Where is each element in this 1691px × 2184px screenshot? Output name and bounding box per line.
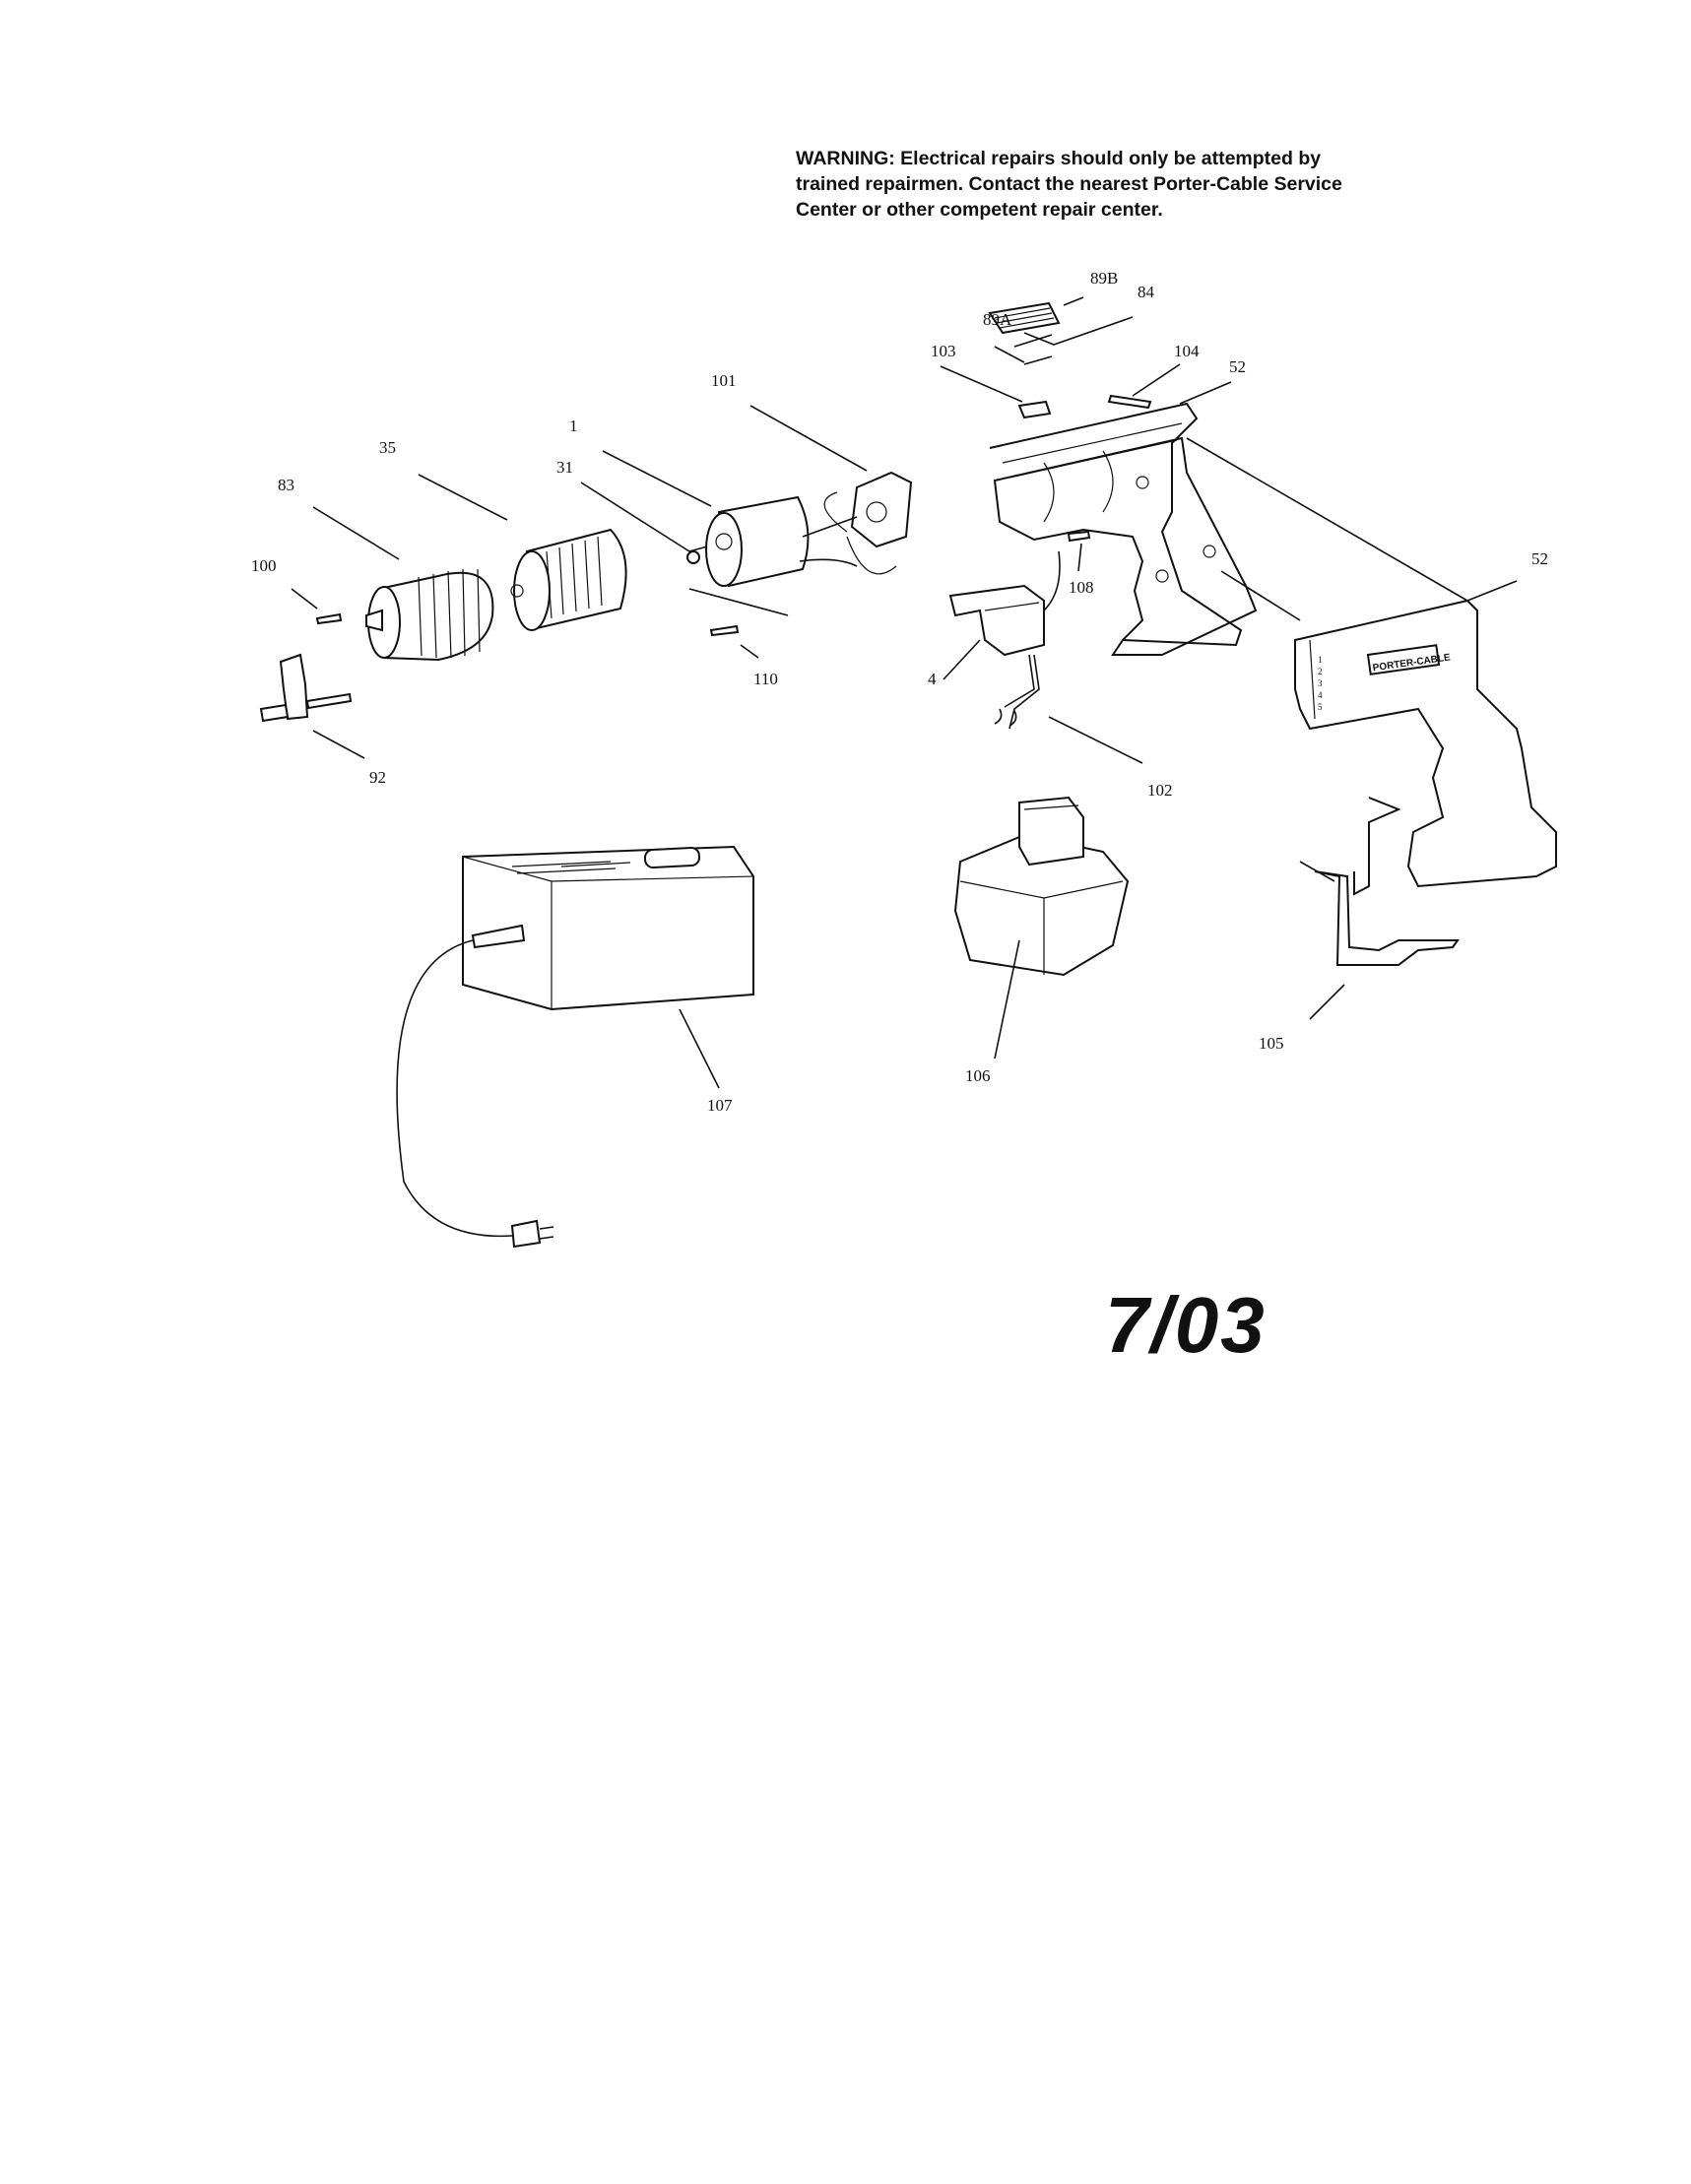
- chuck-key: [259, 653, 365, 759]
- brand-label-plate: [1366, 644, 1441, 675]
- belt-clip: [1299, 797, 1460, 1020]
- callout-107: 107: [707, 1096, 733, 1115]
- callout-100: 100: [251, 556, 277, 575]
- callout-52-upper: 52: [1229, 357, 1246, 376]
- chuck: [312, 506, 494, 662]
- clutch-setting-2: 2: [1318, 667, 1323, 676]
- revision-date: 7/03: [1105, 1281, 1267, 1369]
- callout-89a: 89A: [983, 310, 1012, 329]
- warning-notice: WARNING: Electrical repairs should only …: [796, 146, 1426, 223]
- callout-108: 108: [1069, 578, 1094, 597]
- screw-110: [688, 588, 789, 659]
- callout-92: 92: [369, 768, 386, 787]
- callout-83: 83: [278, 476, 294, 494]
- battery-charger: [396, 845, 754, 1249]
- motor-mount: [749, 405, 913, 575]
- pin-89a: [1023, 355, 1053, 365]
- callout-52-lower: 52: [1531, 549, 1548, 568]
- spring-108: [1067, 530, 1091, 572]
- clutch-setting-3: 3: [1318, 678, 1323, 688]
- callout-110: 110: [753, 670, 778, 688]
- gearbox: [418, 474, 627, 631]
- callout-35: 35: [379, 438, 396, 457]
- spring-103: [1017, 400, 1052, 419]
- wire-lead: [994, 708, 1143, 764]
- switch-assembly: [943, 550, 1061, 730]
- screw-104: [1107, 394, 1152, 410]
- chuck-screw: [291, 588, 343, 625]
- callout-84: 84: [1138, 283, 1155, 301]
- clutch-setting-4: 4: [1318, 690, 1323, 700]
- callout-101: 101: [711, 371, 737, 390]
- callout-1: 1: [569, 417, 578, 435]
- switch-parts-group: [940, 296, 1181, 419]
- screw-31: [580, 482, 700, 564]
- callout-103: 103: [931, 342, 956, 360]
- battery-pack: [953, 796, 1130, 1060]
- callout-106: 106: [965, 1066, 991, 1085]
- housing-half-left: [989, 381, 1258, 656]
- callout-89b: 89B: [1090, 269, 1118, 288]
- callout-102: 102: [1147, 781, 1173, 800]
- callout-31: 31: [556, 458, 573, 477]
- clutch-setting-1: 1: [1318, 655, 1323, 665]
- warning-line-1: WARNING: Electrical repairs should only …: [796, 148, 1322, 169]
- callout-104: 104: [1174, 342, 1200, 360]
- callout-4: 4: [928, 670, 937, 688]
- clutch-setting-5: 5: [1318, 702, 1323, 712]
- warning-line-3: Center or other competent repair center.: [796, 199, 1163, 221]
- callout-105: 105: [1259, 1034, 1284, 1053]
- motor: [602, 450, 858, 588]
- housing-half-right: PORTER-CABLE 1 2 3 4 5: [1186, 437, 1557, 888]
- warning-line-2: trained repairmen. Contact the nearest P…: [796, 173, 1342, 195]
